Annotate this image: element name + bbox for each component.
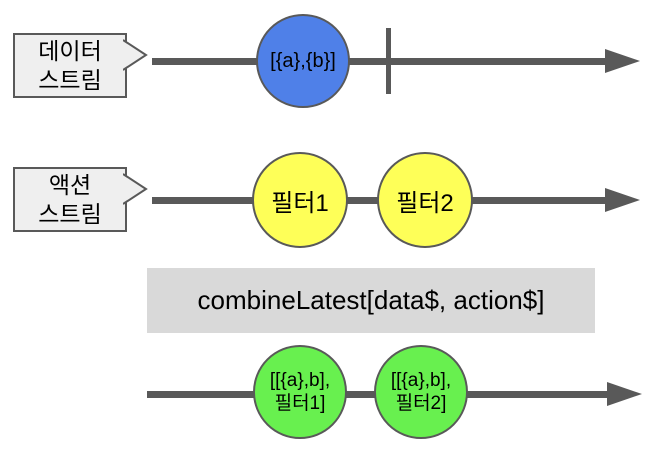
result-marble-1-line2: 필터1] [274, 393, 326, 414]
callout-tail-icon [123, 173, 148, 205]
result-marble-1-line1: [[{a},b], [269, 370, 331, 391]
result-marble-2: [[{a},b], 필터2] [374, 345, 468, 439]
data-marble: [{a},{b}] [256, 14, 350, 108]
data-marble-label: [{a},{b}] [270, 49, 336, 72]
data-stream-timeline [152, 58, 607, 65]
action-marble-filter2-label: 필터2 [396, 189, 454, 217]
callout-tail-icon [123, 39, 148, 71]
result-stream-arrowhead-icon [607, 382, 642, 406]
data-stream-label-line2: 스트림 [38, 66, 102, 93]
result-marble-1: [[{a},b], 필터1] [253, 345, 347, 439]
operator-box: combineLatest[data$, action$] [147, 268, 595, 333]
action-marble-filter1-label: 필터1 [271, 189, 329, 217]
action-marble-filter2: 필터2 [377, 152, 473, 248]
action-stream-label-bubble: 액션 스트림 [13, 167, 148, 232]
result-marble-2-line2: 필터2] [395, 393, 447, 414]
data-stream-arrowhead-icon [605, 49, 640, 73]
data-stream-label-bubble: 데이터 스트림 [13, 33, 148, 98]
action-stream-arrowhead-icon [605, 188, 640, 212]
action-stream-label-line2: 스트림 [38, 200, 102, 227]
completion-tick [386, 28, 391, 94]
operator-label: combineLatest[data$, action$] [197, 285, 545, 315]
data-stream-label-line1: 데이터 [38, 37, 102, 64]
result-marble-2-line1: [[{a},b], [390, 370, 452, 391]
action-stream-label-line1: 액션 [48, 171, 92, 198]
action-marble-filter1: 필터1 [252, 152, 348, 248]
